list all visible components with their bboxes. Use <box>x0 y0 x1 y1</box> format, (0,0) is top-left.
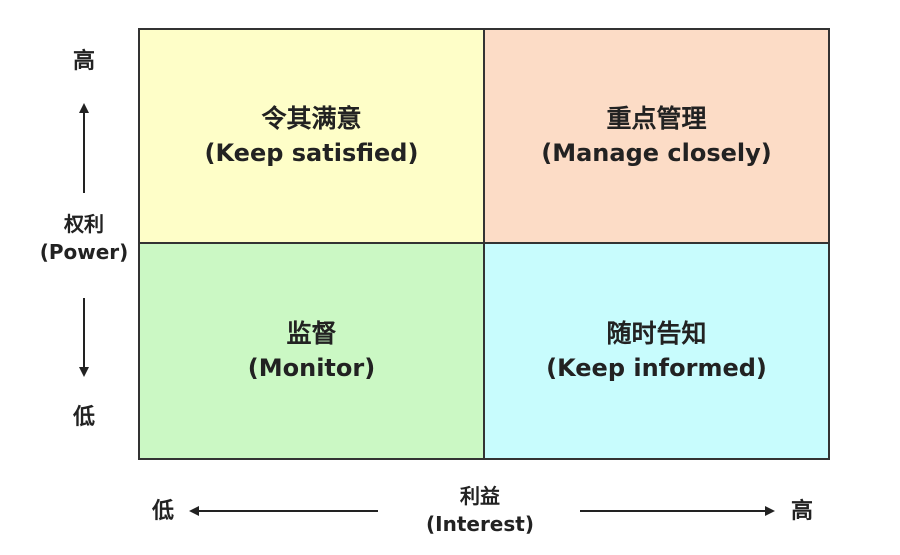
x-axis-low-label: 低 <box>151 499 174 524</box>
quadrant-title-zh: 随时告知 <box>606 319 707 348</box>
quadrant-title-zh: 监督 <box>286 319 337 348</box>
y-axis-title-en: (Power) <box>39 240 129 264</box>
x-axis-title-zh: 利益 <box>460 484 500 508</box>
y-axis-title-zh: 权利 <box>64 212 104 236</box>
x-axis-title-en: (Interest) <box>426 512 534 536</box>
quadrant-keep-satisfied: 令其满意 (Keep satisfied) <box>140 30 485 244</box>
x-axis-high-label: 高 <box>790 499 813 524</box>
quadrant-monitor: 监督 (Monitor) <box>140 244 485 458</box>
quadrant-title-en: (Manage closely) <box>541 139 772 167</box>
quadrant-title-en: (Monitor) <box>247 354 376 382</box>
quadrant-title-zh: 令其满意 <box>261 104 362 133</box>
quadrant-title-en: (Keep satisfied) <box>204 139 419 167</box>
quadrant-manage-closely: 重点管理 (Manage closely) <box>485 30 828 244</box>
x-axis-title: 利益 (Interest) <box>400 482 560 538</box>
y-axis-high-label: 高 <box>72 49 95 74</box>
power-interest-grid: 令其满意 (Keep satisfied) 重点管理 (Manage close… <box>138 28 830 460</box>
y-axis-low-label: 低 <box>72 405 95 430</box>
y-axis-title: 权利 (Power) <box>14 210 154 266</box>
quadrant-title-en: (Keep informed) <box>546 354 767 382</box>
quadrant-keep-informed: 随时告知 (Keep informed) <box>485 244 828 458</box>
quadrant-title-zh: 重点管理 <box>606 104 707 133</box>
